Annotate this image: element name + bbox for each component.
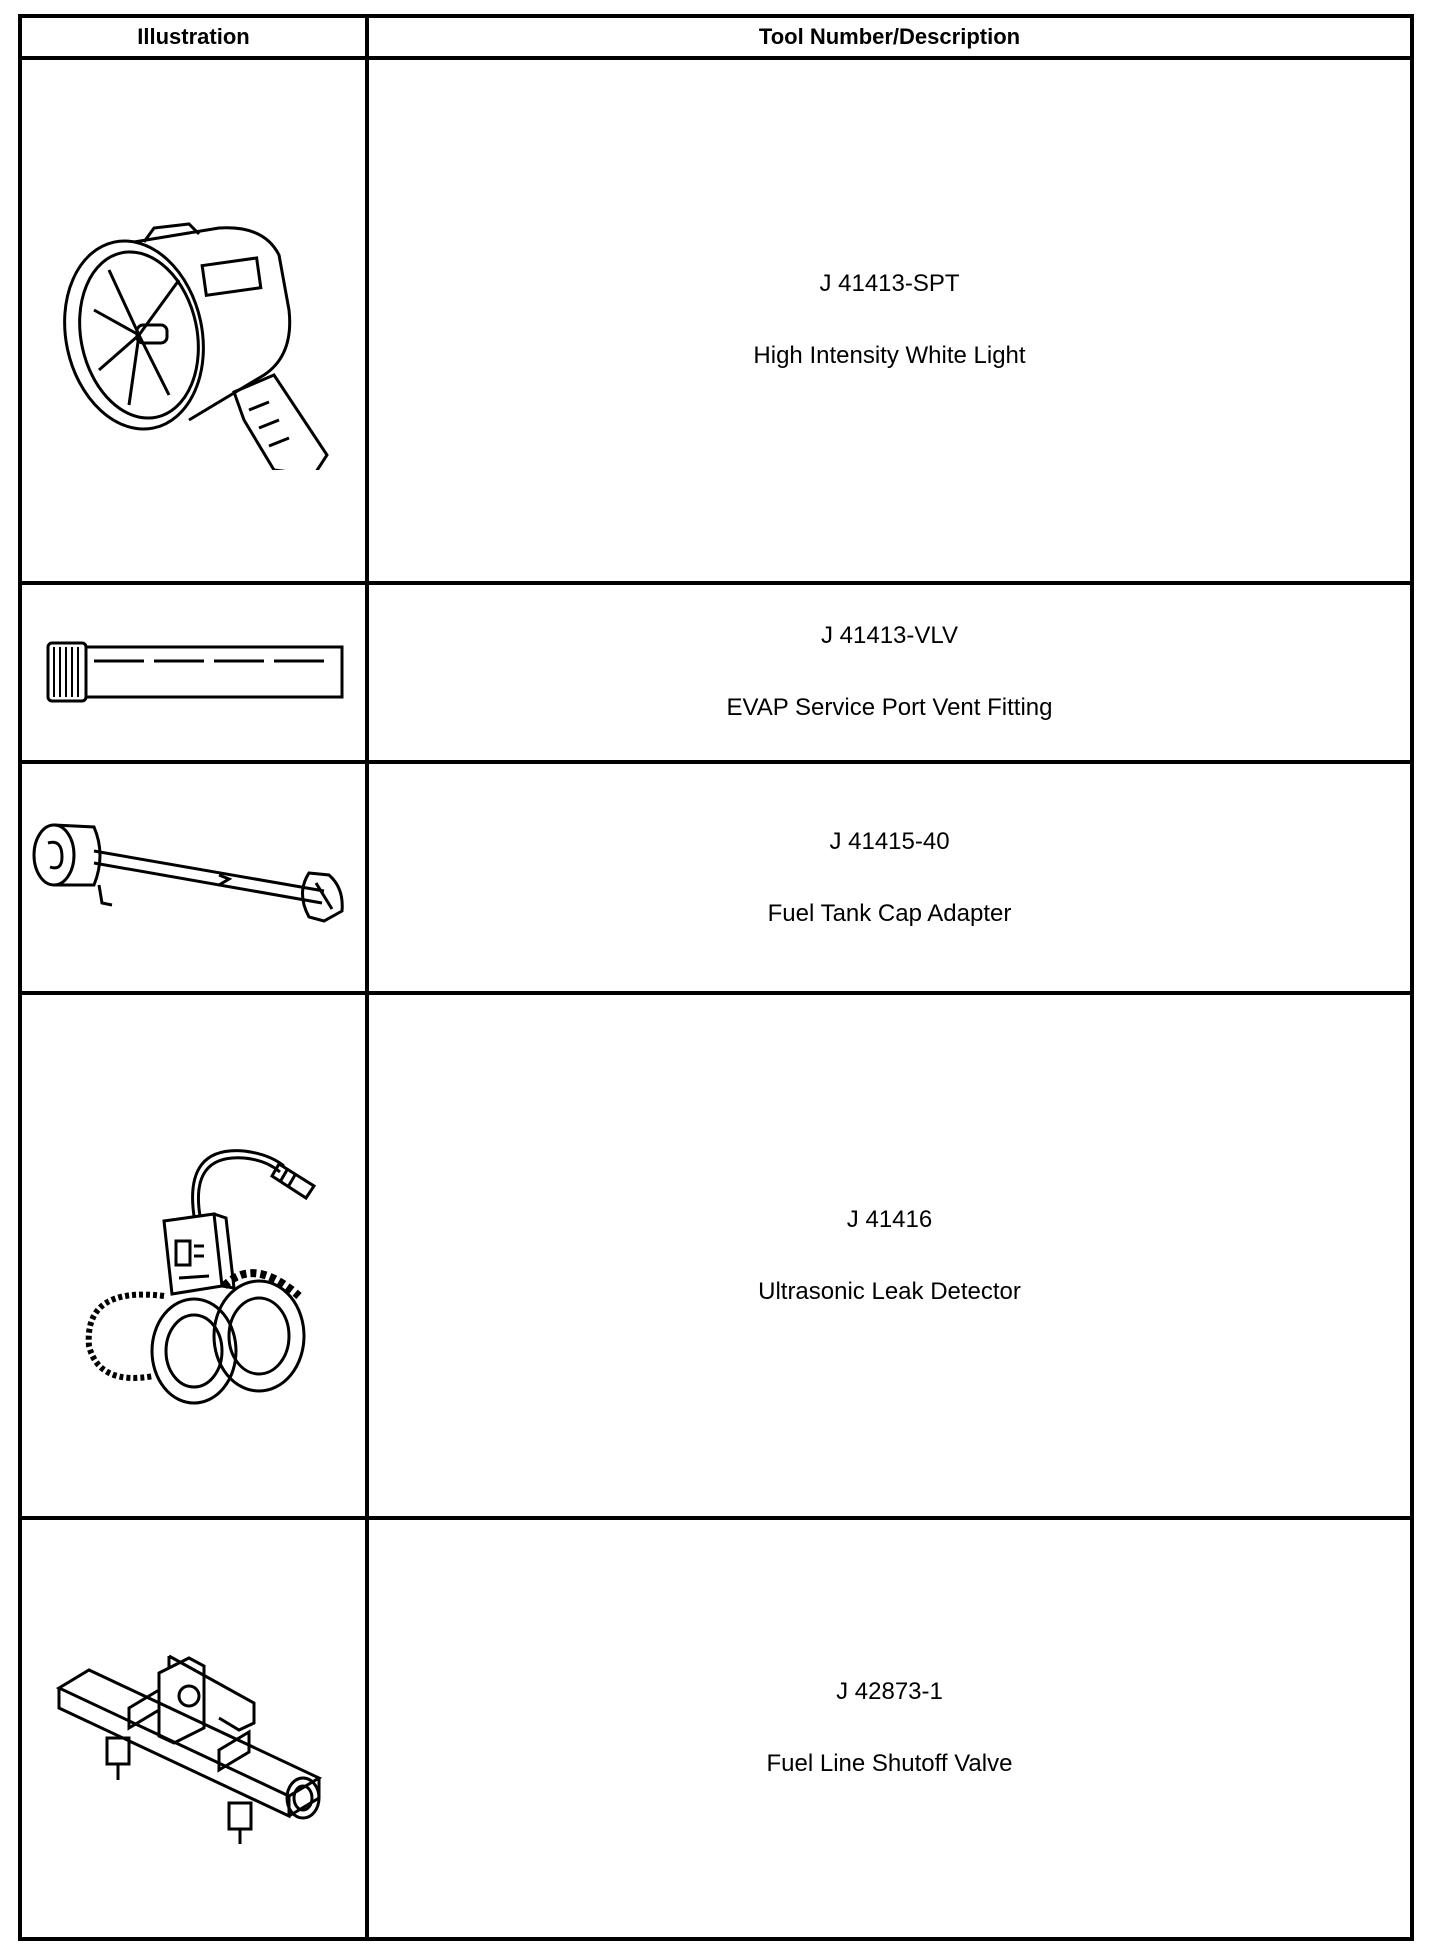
table-row: J 41413-SPT High Intensity White Light	[18, 56, 1414, 585]
spotlight-icon	[62, 222, 329, 471]
description-cell: J 41413-VLV EVAP Service Port Vent Fitti…	[365, 580, 1414, 765]
cap-adapter-icon	[32, 823, 344, 923]
illustration-cell	[18, 760, 369, 996]
illustration-cell	[18, 1515, 369, 1942]
leak-detector-icon	[85, 1148, 316, 1405]
table-row: J 41413-VLV EVAP Service Port Vent Fitti…	[18, 580, 1414, 765]
description-cell: J 42873-1 Fuel Line Shutoff Valve	[365, 1515, 1414, 1942]
tool-number: J 41413-VLV	[821, 622, 958, 650]
table-row: J 42873-1 Fuel Line Shutoff Valve	[18, 1515, 1414, 1942]
tool-number: J 42873-1	[836, 1678, 943, 1706]
vent-fitting-icon	[46, 641, 343, 703]
table-row: J 41416 Ultrasonic Leak Detector	[18, 991, 1414, 1520]
header-tool: Tool Number/Description	[365, 14, 1414, 60]
shutoff-valve-icon	[55, 1655, 322, 1845]
tool-table: Illustration Tool Number/Description	[18, 14, 1414, 1942]
tool-number: J 41416	[846, 1205, 933, 1233]
tool-description: Fuel Tank Cap Adapter	[767, 899, 1012, 927]
tool-number: J 41413-SPT	[819, 270, 960, 298]
tool-description: High Intensity White Light	[753, 342, 1026, 370]
tool-description: EVAP Service Port Vent Fitting	[726, 694, 1053, 722]
header-row: Illustration Tool Number/Description	[18, 14, 1414, 60]
table-row: J 41415-40 Fuel Tank Cap Adapter	[18, 760, 1414, 996]
tool-description: Ultrasonic Leak Detector	[758, 1277, 1021, 1305]
description-cell: J 41416 Ultrasonic Leak Detector	[365, 991, 1414, 1520]
header-illustration: Illustration	[18, 14, 369, 60]
tool-number: J 41415-40	[829, 827, 950, 855]
description-cell: J 41415-40 Fuel Tank Cap Adapter	[365, 760, 1414, 996]
illustration-cell	[18, 580, 369, 765]
tool-description: Fuel Line Shutoff Valve	[766, 1750, 1013, 1778]
illustration-cell	[18, 991, 369, 1520]
description-cell: J 41413-SPT High Intensity White Light	[365, 56, 1414, 585]
illustration-cell	[18, 56, 369, 585]
